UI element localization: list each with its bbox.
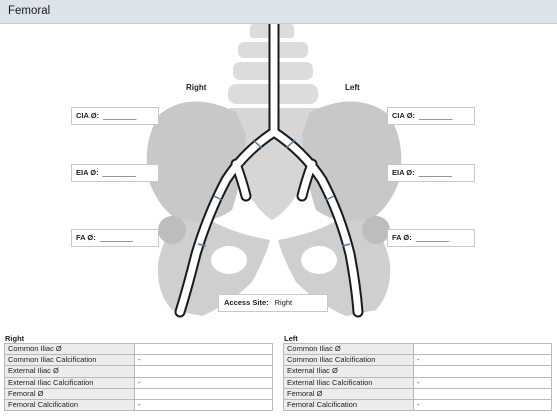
left-fa-label: FA Ø: (392, 233, 412, 242)
table-row: Femoral Calcification- (283, 398, 552, 412)
row-label: Femoral Calcification (283, 398, 414, 412)
obturator-right (211, 246, 247, 274)
left-eia-value: ________ (418, 168, 453, 177)
row-value[interactable] (413, 342, 552, 356)
femoral-head-left (362, 216, 390, 244)
pubis-left (278, 220, 391, 316)
row-label: Common Iliac Ø (283, 342, 414, 356)
right-eia-value: ________ (102, 168, 137, 177)
section-header: Femoral (0, 0, 557, 24)
table-row: External Iliac Calcification- (4, 376, 273, 389)
table-row: Femoral Ø (283, 387, 552, 400)
right-table-title: Right (5, 334, 25, 343)
row-label: Femoral Ø (4, 387, 135, 400)
right-fa-value: ________ (99, 233, 134, 242)
access-site-field[interactable]: Access Site: Right (218, 294, 328, 312)
row-value[interactable] (413, 387, 552, 400)
section-title: Femoral (8, 5, 51, 17)
left-cia-field[interactable]: CIA Ø:________ (387, 107, 475, 125)
left-side-label: Left (345, 83, 360, 92)
row-value[interactable] (134, 342, 273, 356)
row-label: Femoral Ø (283, 387, 414, 400)
row-value[interactable]: - (134, 398, 273, 412)
row-label: External Iliac Ø (4, 365, 135, 378)
left-table-title: Left (284, 334, 298, 343)
right-fa-label: FA Ø: (76, 233, 96, 242)
left-fa-value: ________ (415, 233, 450, 242)
row-value[interactable] (413, 365, 552, 378)
pelvis-vessel-illustration (146, 18, 402, 318)
access-site-value: Right (274, 298, 293, 307)
row-value[interactable] (134, 365, 273, 378)
row-label: External Iliac Calcification (4, 376, 135, 389)
left-cia-value: ________ (419, 111, 453, 120)
row-value[interactable]: - (413, 376, 552, 389)
left-measurements-table: Common Iliac Ø Common Iliac Calcificatio… (283, 342, 552, 412)
right-cia-label: CIA Ø: (76, 111, 100, 120)
row-label: Common Iliac Calcification (4, 354, 135, 367)
table-row: External Iliac Ø (283, 365, 552, 378)
arterial-tree (174, 18, 364, 318)
right-fa-field[interactable]: FA Ø:________ (71, 229, 159, 247)
left-eia-label: EIA Ø: (392, 168, 415, 177)
femoral-head-right (158, 216, 186, 244)
left-eia-field[interactable]: EIA Ø:________ (387, 164, 475, 182)
obturator-left (301, 246, 337, 274)
right-cia-value: ________ (103, 111, 137, 120)
row-value[interactable]: - (134, 376, 273, 389)
right-measurements-table: Common Iliac Ø Common Iliac Calcificatio… (4, 342, 273, 412)
right-eia-label: EIA Ø: (76, 168, 99, 177)
table-row: Femoral Ø (4, 387, 273, 400)
sacrum (230, 108, 318, 220)
table-row: External Iliac Calcification- (283, 376, 552, 389)
femoral-diagram: Right Left CIA Ø:________ EIA Ø:________… (0, 18, 557, 324)
table-row: Common Iliac Calcification- (4, 354, 273, 367)
measurement-markers (197, 139, 351, 247)
table-row: Femoral Calcification- (4, 398, 273, 412)
row-value[interactable]: - (413, 398, 552, 412)
row-label: Common Iliac Calcification (283, 354, 414, 367)
left-fa-field[interactable]: FA Ø:________ (387, 229, 475, 247)
right-cia-field[interactable]: CIA Ø:________ (71, 107, 159, 125)
table-row: Common Iliac Ø (4, 342, 273, 356)
row-value[interactable] (134, 387, 273, 400)
access-site-label: Access Site: (224, 298, 269, 307)
row-label: External Iliac Ø (283, 365, 414, 378)
right-eia-field[interactable]: EIA Ø:________ (71, 164, 159, 182)
left-cia-label: CIA Ø: (392, 111, 416, 120)
row-label: Femoral Calcification (4, 398, 135, 412)
row-value[interactable]: - (413, 354, 552, 367)
table-row: Common Iliac Calcification- (283, 354, 552, 367)
row-label: Common Iliac Ø (4, 342, 135, 356)
right-side-label: Right (186, 83, 207, 92)
table-row: Common Iliac Ø (283, 342, 552, 356)
row-value[interactable]: - (134, 354, 273, 367)
row-label: External Iliac Calcification (283, 376, 414, 389)
table-row: External Iliac Ø (4, 365, 273, 378)
